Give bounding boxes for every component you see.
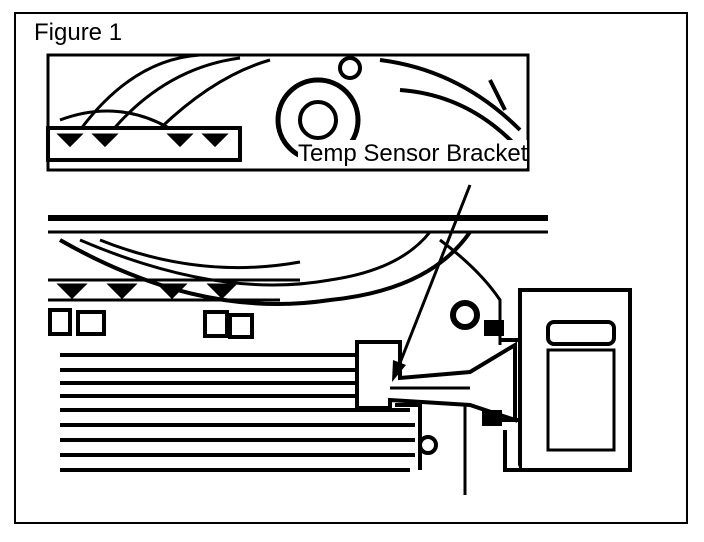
- upper-fan-shroud: [46, 53, 530, 172]
- ac-compressor-bracket: [482, 288, 632, 472]
- callout-label: Temp Sensor Bracket: [298, 140, 528, 168]
- callout-leader-line: [396, 184, 472, 369]
- lower-fan-assembly: [48, 215, 548, 345]
- figure-title: Figure 1: [31, 19, 126, 47]
- radiator-condenser: [60, 353, 438, 472]
- callout-arrowhead: [392, 360, 406, 382]
